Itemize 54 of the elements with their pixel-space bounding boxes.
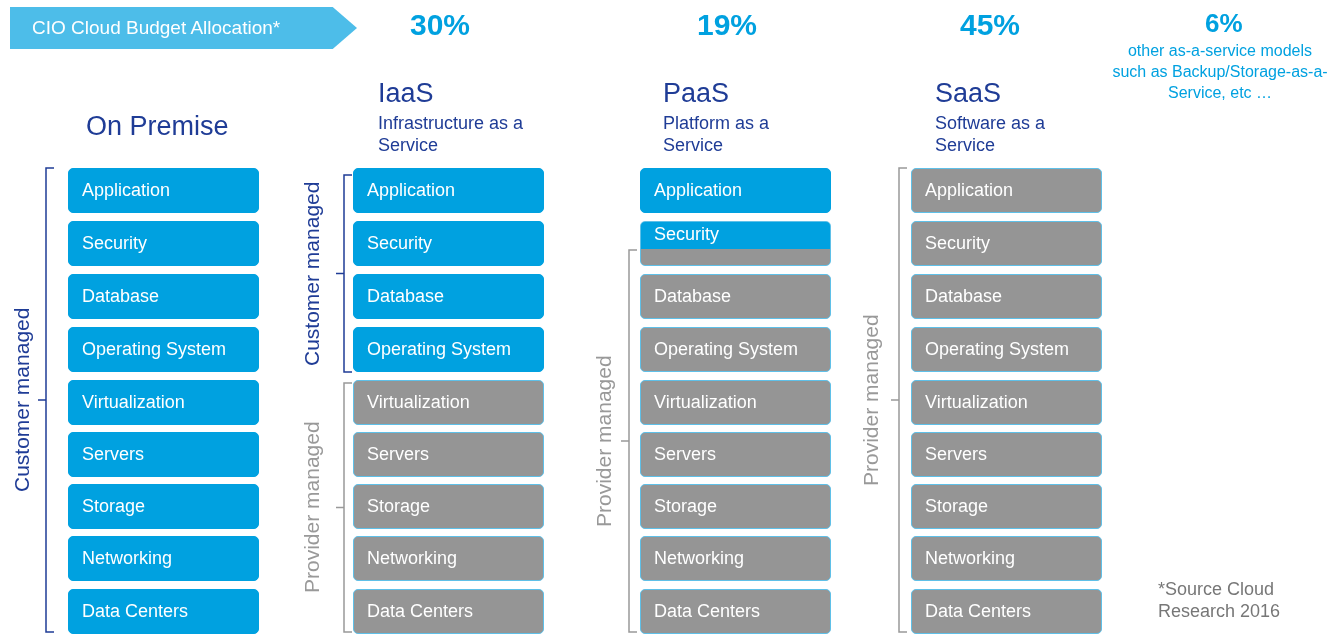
- column-heading: PaaS: [663, 78, 730, 109]
- side-label: Provider managed: [859, 313, 883, 488]
- source-note: *Source Cloud Research 2016: [1158, 578, 1282, 622]
- layer-box: Application: [640, 168, 831, 213]
- side-label: Provider managed: [592, 354, 616, 529]
- layer-box: Operating System: [640, 327, 831, 372]
- layer-box: Security: [353, 221, 544, 266]
- side-label: Provider managed: [300, 420, 324, 596]
- layer-box: Networking: [911, 536, 1102, 581]
- column-heading: On Premise: [86, 111, 229, 142]
- layer-box: Virtualization: [68, 380, 259, 425]
- percentage: 19%: [697, 8, 758, 42]
- layer-box: Networking: [640, 536, 831, 581]
- layer-box: Security: [640, 221, 831, 266]
- layer-box: Virtualization: [640, 380, 831, 425]
- layer-box: Database: [911, 274, 1102, 319]
- layer-box: Virtualization: [911, 380, 1102, 425]
- layer-box: Database: [68, 274, 259, 319]
- layer-box: Operating System: [911, 327, 1102, 372]
- layer-box: Data Centers: [640, 589, 831, 634]
- layer-box: Data Centers: [911, 589, 1102, 634]
- layer-box: Database: [640, 274, 831, 319]
- percentage: 6%: [1205, 8, 1243, 39]
- layer-box: Servers: [911, 432, 1102, 477]
- column-heading: SaaS: [935, 78, 1002, 109]
- layer-box: Servers: [353, 432, 544, 477]
- layer-box: Servers: [68, 432, 259, 477]
- percentage: 45%: [960, 8, 1021, 42]
- layer-box: Operating System: [68, 327, 259, 372]
- layer-box: Security: [911, 221, 1102, 266]
- layer-box: Security: [68, 221, 259, 266]
- note-text: other as-a-service models such as Backup/Storage-as-a-Service, etc …: [1111, 41, 1329, 103]
- layer-box: Virtualization: [353, 380, 544, 425]
- layer-box: Database: [353, 274, 544, 319]
- layer-box: Storage: [68, 484, 259, 529]
- layer-box: Servers: [640, 432, 831, 477]
- layer-box: Storage: [640, 484, 831, 529]
- side-label: Customer managed: [10, 306, 34, 495]
- column-heading: IaaS: [378, 78, 434, 109]
- column-subtitle: Infrastructure as a Service: [378, 112, 525, 156]
- column-subtitle: Software as a Service: [935, 112, 1047, 156]
- layer-box: Application: [911, 168, 1102, 213]
- column-subtitle: Platform as a Service: [663, 112, 771, 156]
- layer-box: Data Centers: [68, 589, 259, 634]
- percentage: 30%: [410, 8, 471, 42]
- layer-box: Networking: [353, 536, 544, 581]
- layer-box: Storage: [911, 484, 1102, 529]
- layer-box: Application: [68, 168, 259, 213]
- layer-box: Storage: [353, 484, 544, 529]
- layer-box: Data Centers: [353, 589, 544, 634]
- layer-box: Networking: [68, 536, 259, 581]
- layer-box: Operating System: [353, 327, 544, 372]
- layer-box: Application: [353, 168, 544, 213]
- side-label: Customer managed: [300, 180, 324, 368]
